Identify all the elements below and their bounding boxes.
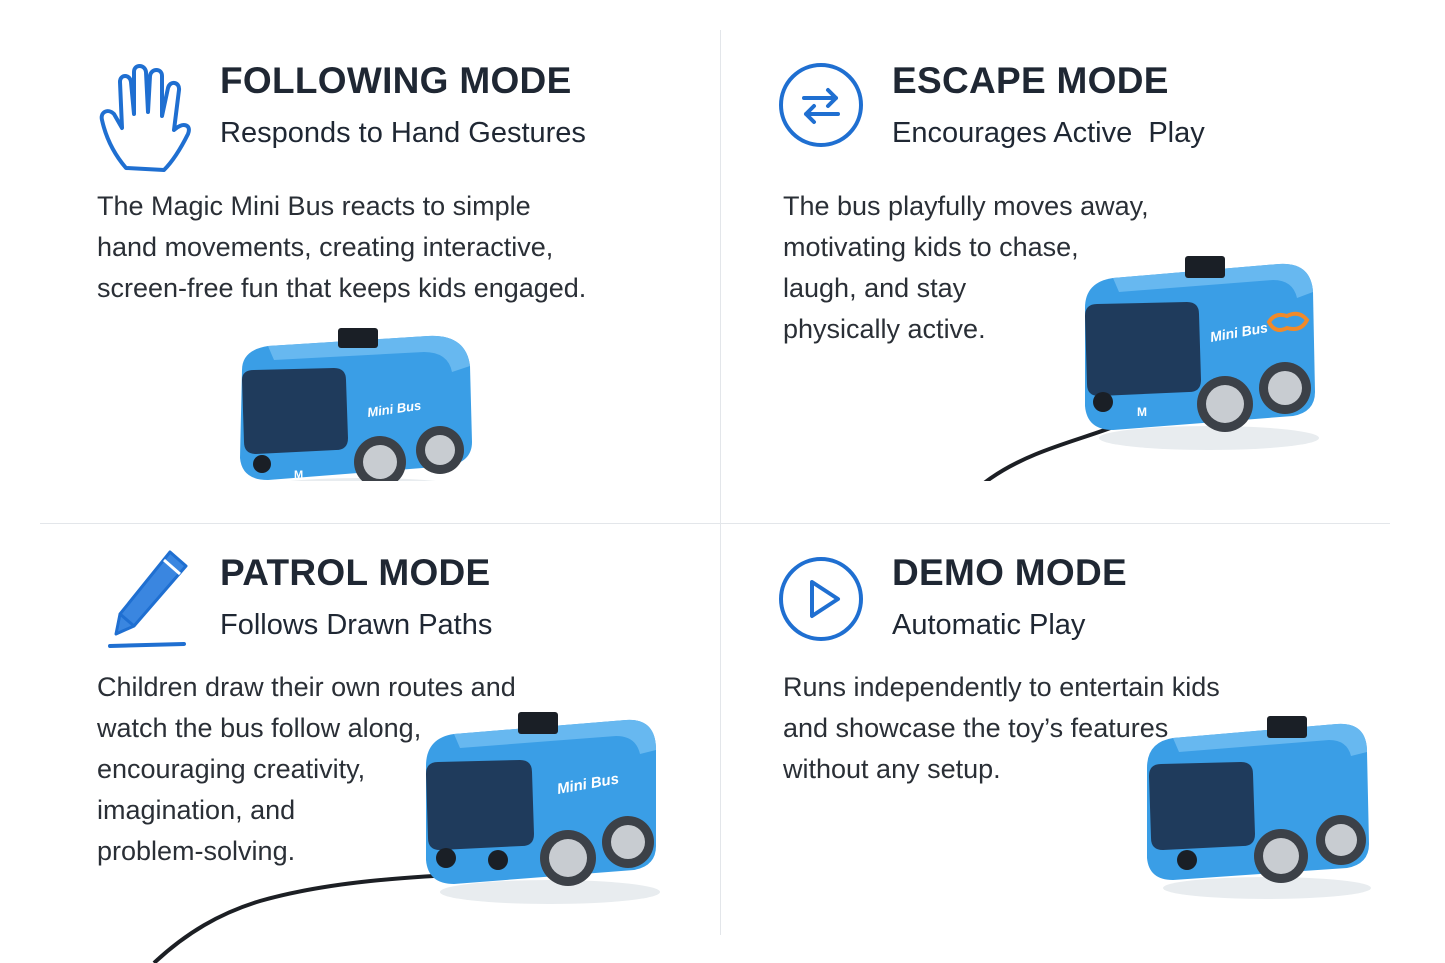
mode-title: DEMO MODE [892, 552, 1127, 593]
svg-text:M: M [294, 469, 303, 481]
vertical-divider [720, 30, 721, 935]
mode-title: ESCAPE MODE [892, 60, 1169, 101]
mode-subtitle: Encourages Active Play [892, 117, 1205, 149]
following-mode-panel: FOLLOWING MODE Responds to Hand Gestures… [0, 0, 720, 481]
mini-bus-image [1147, 716, 1371, 899]
escape-mode-panel: ESCAPE MODE Encourages Active Play The b… [721, 0, 1441, 481]
mode-title: FOLLOWING MODE [220, 60, 572, 101]
hand-icon [99, 64, 191, 172]
mini-bus-image: Mini Bus [426, 712, 660, 904]
svg-text:M: M [1137, 405, 1147, 419]
swap-arrows-icon [779, 63, 863, 147]
demo-mode-panel: DEMO MODE Automatic Play Runs independen… [721, 482, 1441, 963]
mini-bus-image: Mini Bus M [240, 328, 472, 481]
mode-title: PATROL MODE [220, 552, 491, 593]
mode-subtitle: Automatic Play [892, 609, 1086, 641]
pencil-icon [108, 550, 188, 648]
svg-text:Mini Bus: Mini Bus [366, 398, 422, 420]
mode-subtitle: Follows Drawn Paths [220, 609, 493, 641]
mini-bus-image: Mini Bus M [1085, 256, 1319, 450]
patrol-mode-panel: PATROL MODE Follows Drawn Paths Children… [0, 482, 720, 963]
horizontal-divider [40, 523, 1390, 524]
charging-cable [983, 422, 1122, 481]
charging-cable [152, 871, 487, 963]
mode-description: The bus playfully moves away, motivating… [783, 191, 1149, 344]
mode-description: Runs independently to entertain kids and… [783, 672, 1220, 784]
play-icon [779, 557, 863, 641]
mode-description: Children draw their own routes and watch… [97, 672, 516, 866]
mode-subtitle: Responds to Hand Gestures [220, 117, 586, 149]
mode-description: The Magic Mini Bus reacts to simple hand… [97, 191, 587, 303]
